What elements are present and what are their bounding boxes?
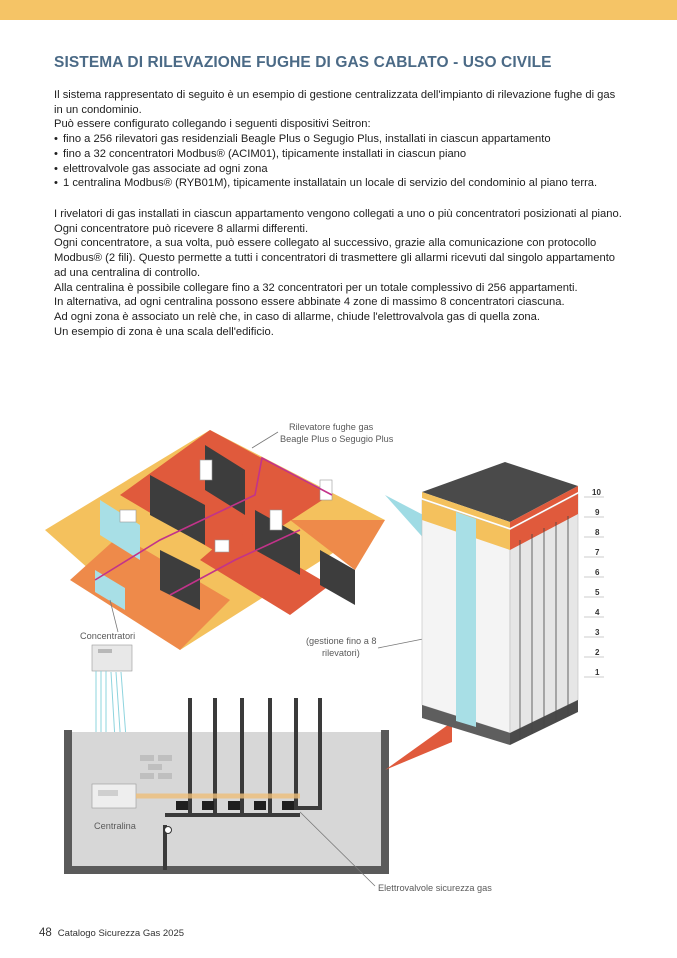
detector-label-line2: Beagle Plus o Segugio Plus [280, 434, 394, 444]
intro-paragraph: Il sistema rappresentato di seguito è un… [54, 89, 616, 116]
floor-number-1: 1 [595, 668, 600, 677]
building-illustration [421, 462, 579, 745]
device-list-item: fino a 256 rilevatori gas residenziali B… [54, 132, 622, 147]
body-paragraph: Ogni concentratore, a sua volta, può ess… [54, 237, 616, 279]
apartment-floorplan-illustration [45, 430, 385, 650]
concentrator-display [98, 649, 112, 653]
concentrator-device-icon [91, 644, 133, 672]
floor-number-4: 4 [595, 608, 600, 617]
valves-label: Elettrovalvole sicurezza gas [378, 883, 492, 893]
management-label-line1: (gestione fino a 8 [306, 636, 377, 646]
body-paragraph: Alla centralina è possibile collegare fi… [54, 281, 578, 294]
body-paragraph: Ad ogni zona è associato un relè che, in… [54, 310, 540, 323]
system-diagram: Rilevatore fughe gas Beagle Plus o Segug… [45, 422, 604, 893]
floor-number-9: 9 [595, 508, 600, 517]
floor-number-6: 6 [595, 568, 600, 577]
basement-illustration [64, 698, 389, 874]
intro-text-block: Il sistema rappresentato di seguito è un… [54, 88, 622, 191]
floor-number-8: 8 [595, 528, 600, 537]
config-line: Può essere configurato collegando i segu… [54, 118, 371, 131]
floor-number-3: 3 [595, 628, 600, 637]
detector-label-line1: Rilevatore fughe gas [289, 422, 374, 432]
device-list-item: fino a 32 concentratori Modbus® (ACIM01)… [54, 147, 622, 162]
floor-numbers: 10 9 8 7 6 5 4 3 2 1 [584, 488, 604, 678]
valves-callout-line [299, 811, 376, 887]
device-list-item: 1 centralina Modbus® (RYB01M), tipicamen… [54, 176, 622, 191]
floor-number-2: 2 [595, 648, 600, 657]
description-text-block: I rivelatori di gas installati in ciascu… [54, 207, 622, 339]
page-footer: 48 Catalogo Sicurezza Gas 2025 [39, 927, 184, 939]
top-accent-bar [0, 0, 677, 20]
catalog-name: Catalogo Sicurezza Gas 2025 [57, 928, 185, 939]
floor-number-7: 7 [595, 548, 600, 557]
device-list: fino a 256 rilevatori gas residenziali B… [54, 132, 622, 191]
body-paragraph: Un esempio di zona è una scala dell'edif… [54, 325, 274, 338]
page-title: SISTEMA DI RILEVAZIONE FUGHE DI GAS CABL… [54, 54, 552, 71]
zoom-wedge-basement [385, 722, 452, 770]
body-paragraph: I rivelatori di gas installati in ciascu… [54, 208, 622, 235]
floor-number-10: 10 [592, 488, 601, 497]
body-paragraph: In alternativa, ad ogni centralina posso… [54, 296, 565, 309]
concentrators-callout-line [109, 599, 119, 633]
device-list-item: elettrovalvole gas associate ad ogni zon… [54, 162, 622, 177]
control-unit-label: Centralina [94, 821, 137, 831]
page-number: 48 [39, 927, 52, 939]
detector-callout-line [251, 431, 279, 449]
management-label-line2: rilevatori) [322, 648, 360, 658]
concentrators-label: Concentratori [80, 631, 135, 641]
building-wiring [519, 516, 569, 740]
floor-number-5: 5 [595, 588, 600, 597]
